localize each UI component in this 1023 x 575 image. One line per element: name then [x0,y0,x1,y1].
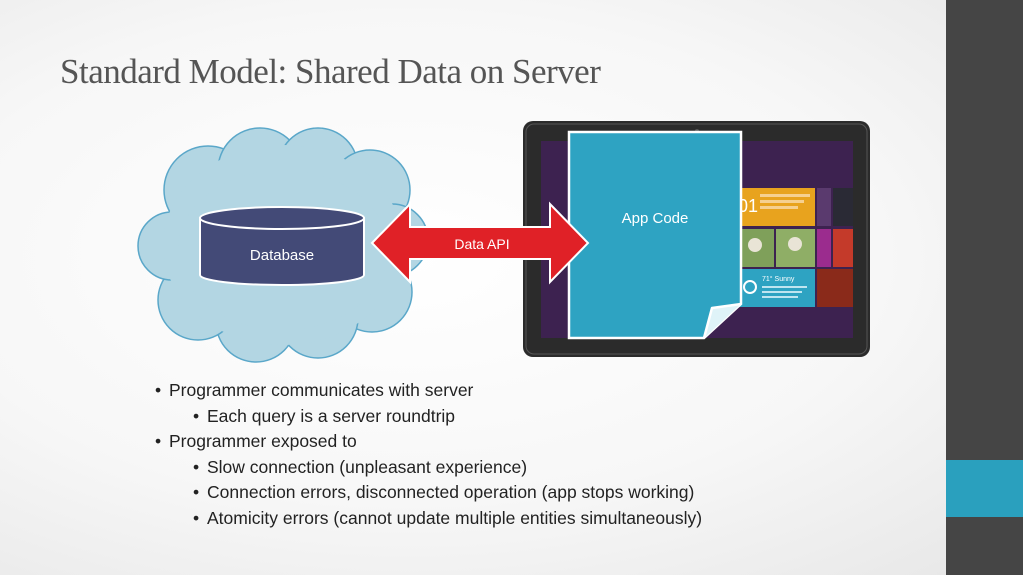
sub-bullet-item: Atomicity errors (cannot update multiple… [193,506,702,532]
side-accent-bar [946,460,1023,517]
calendar-tile-date: 01 [738,196,758,216]
database-cylinder [199,206,365,286]
sub-bullet-item: Connection errors, disconnected operatio… [193,480,702,506]
bullet-list: Programmer communicates with server Each… [155,378,702,531]
architecture-diagram: Database 01 71° Sunny App Code Data API [137,121,870,363]
weather-tile-text: 71° Sunny [762,275,795,283]
sub-bullet-item: Slow connection (unpleasant experience) [193,455,702,481]
app-code-label: App Code [622,210,689,227]
slide-title: Standard Model: Shared Data on Server [60,52,601,91]
data-api-label: Data API [454,236,509,252]
data-api-double-arrow [370,201,590,285]
sub-bullet-item: Each query is a server roundtrip [193,404,702,430]
bullet-item: Programmer exposed to [155,429,702,455]
database-label: Database [250,247,314,264]
document-page-curl [702,302,742,339]
bullet-item: Programmer communicates with server [155,378,702,404]
